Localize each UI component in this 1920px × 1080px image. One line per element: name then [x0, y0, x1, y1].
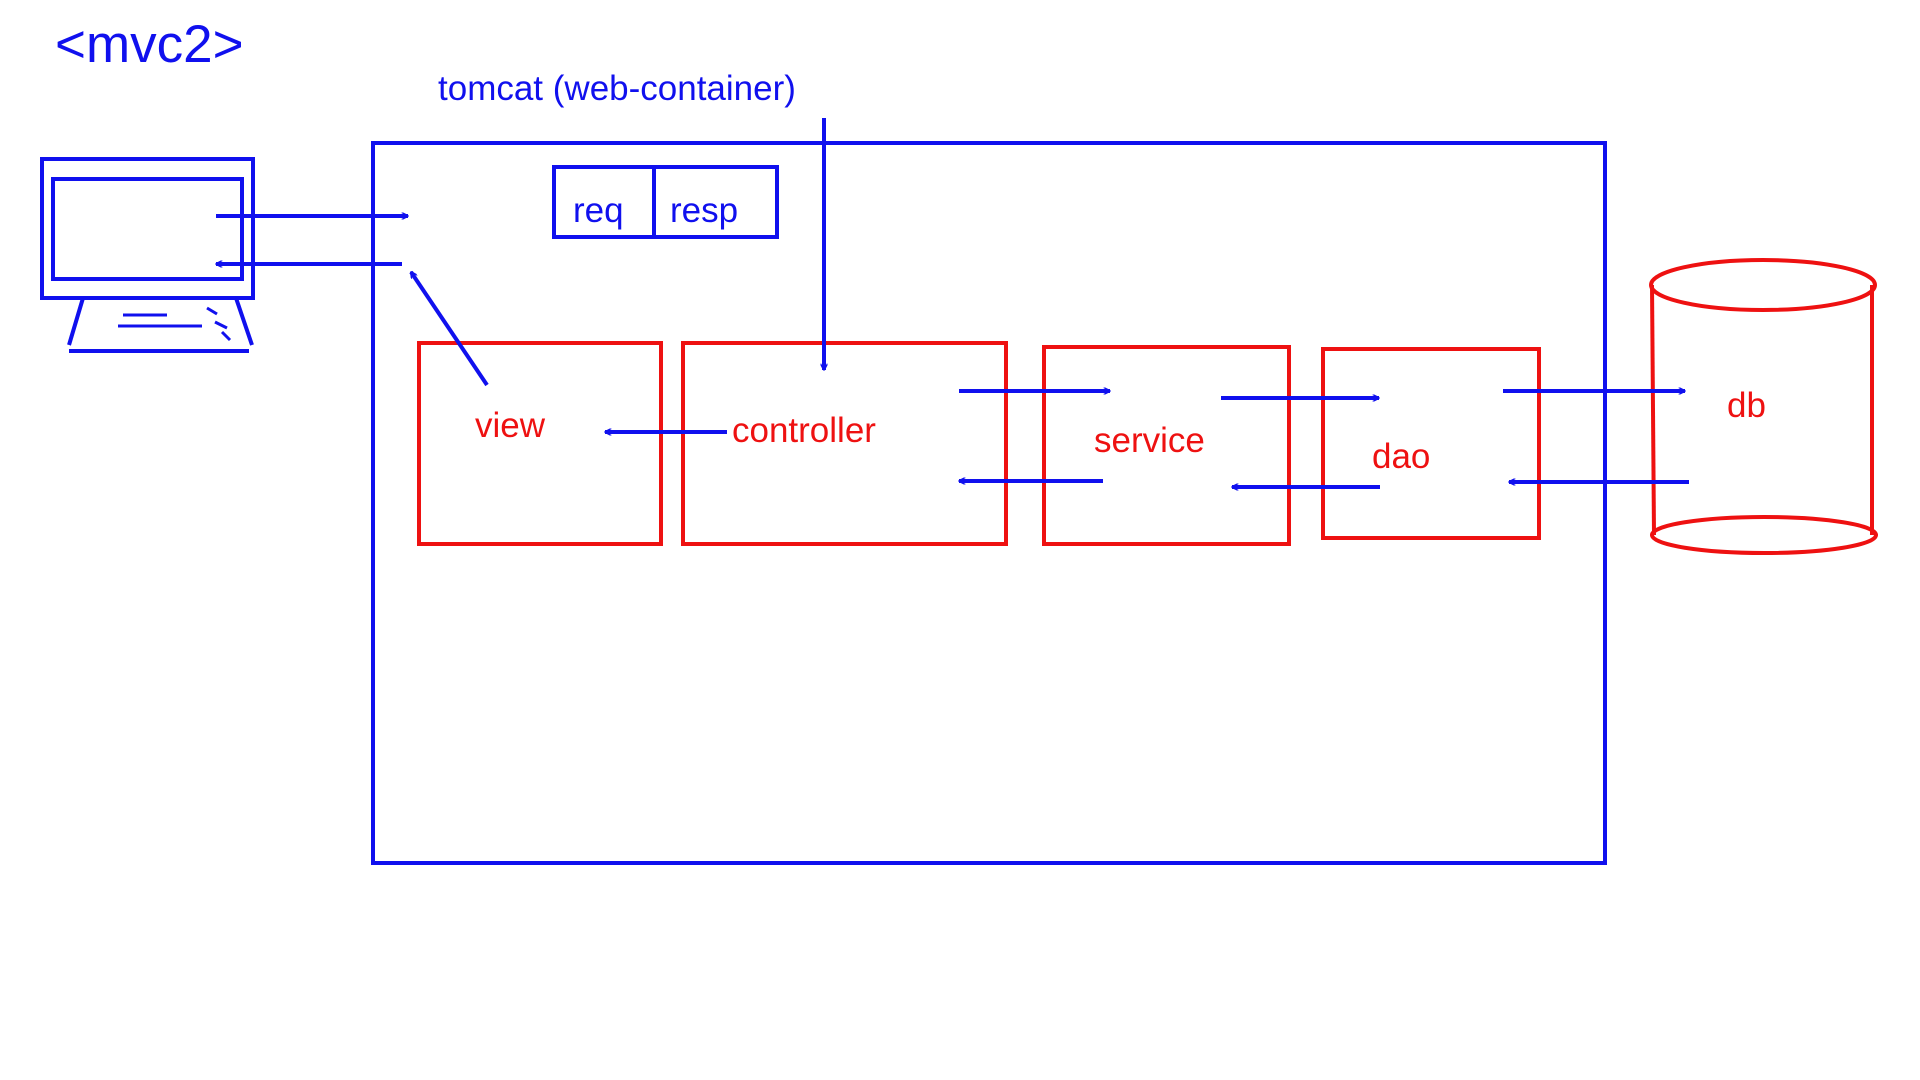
- service-box: [1042, 345, 1291, 546]
- dao-box: [1321, 347, 1541, 540]
- desktop-computer-icon: [40, 157, 255, 353]
- db-label: db: [1727, 386, 1766, 425]
- service-label: service: [1094, 421, 1205, 460]
- diagram-title: <mvc2>: [55, 15, 244, 74]
- tomcat-container: [371, 141, 1607, 865]
- database-cylinder-icon: [1649, 258, 1878, 555]
- request-label: req: [573, 191, 624, 230]
- req-resp-box: [552, 165, 779, 239]
- controller-box: [681, 341, 1008, 546]
- view-label: view: [475, 406, 546, 445]
- view-to-response-arrow: [409, 272, 489, 387]
- controller-label: controller: [732, 411, 876, 450]
- container-label: tomcat (web-container): [438, 69, 796, 108]
- response-label: resp: [670, 191, 738, 230]
- dao-label: dao: [1372, 437, 1430, 476]
- view-box: [417, 341, 663, 546]
